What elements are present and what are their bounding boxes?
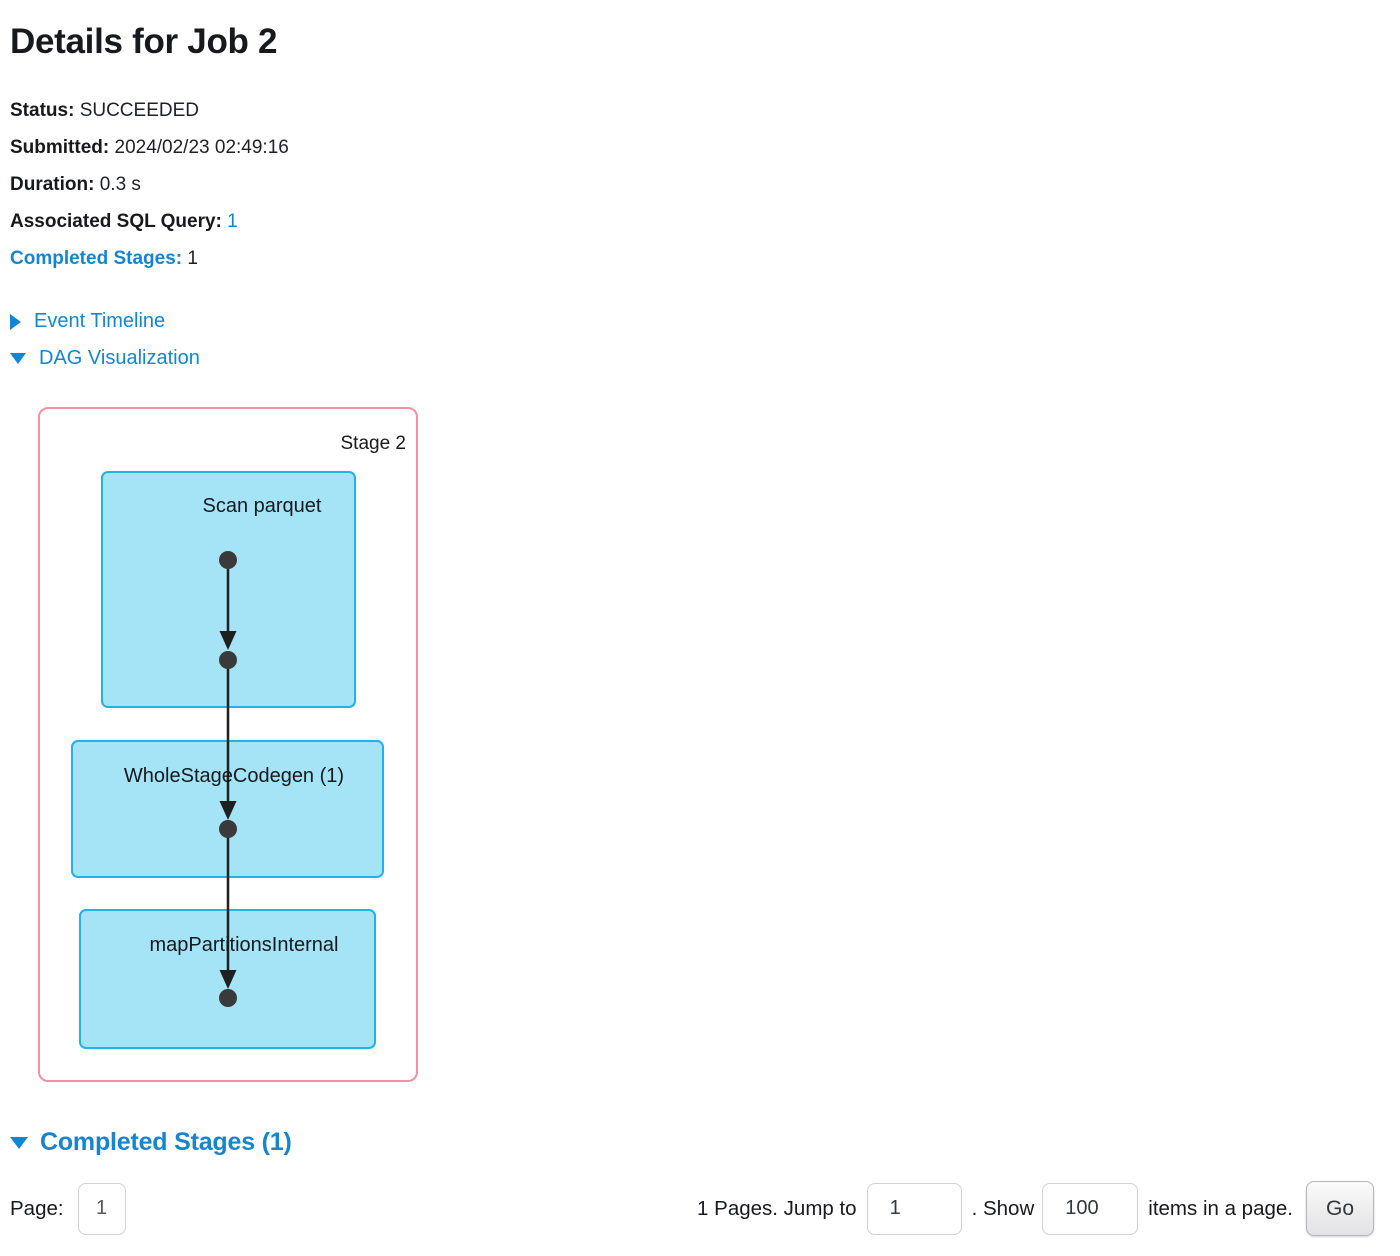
items-per-page-input[interactable]: [1042, 1182, 1139, 1235]
submitted-value: 2024/02/23 02:49:16: [114, 137, 289, 158]
page-label: Page:: [10, 1196, 64, 1220]
status-row: Status: SUCCEEDED: [10, 92, 1374, 129]
event-timeline-toggle[interactable]: Event Timeline: [10, 303, 165, 340]
sql-query-label: Associated SQL Query:: [10, 211, 222, 232]
rdd-dot: [219, 651, 237, 669]
page-title: Details for Job 2: [10, 22, 278, 61]
sql-query-link[interactable]: 1: [227, 211, 238, 232]
stage-label: Stage 2: [341, 433, 407, 454]
collapsible-toggles: Event Timeline DAG Visualization: [10, 303, 1374, 377]
go-button[interactable]: Go: [1306, 1181, 1374, 1236]
submitted-row: Submitted: 2024/02/23 02:49:16: [10, 129, 1374, 166]
page-number-input[interactable]: [77, 1182, 126, 1235]
dag-node-label: WholeStageCodegen (1): [124, 765, 344, 787]
dag-visualization-toggle[interactable]: DAG Visualization: [10, 340, 200, 377]
rdd-dot: [219, 551, 237, 569]
completed-stages-link[interactable]: Completed Stages:: [10, 248, 183, 269]
arrowhead-icon: [219, 631, 237, 650]
completed-stages-row: Completed Stages: 1: [10, 240, 1374, 277]
caret-down-icon: [10, 353, 26, 364]
dag-graph: Stage 2 Scan parquet WholeStageCodegen (…: [71, 433, 407, 1049]
submitted-label: Submitted:: [10, 137, 110, 158]
caret-right-icon: [10, 313, 21, 330]
duration-label: Duration:: [10, 174, 95, 195]
sql-query-row: Associated SQL Query: 1: [10, 203, 1374, 240]
items-per-page-text: items in a page.: [1148, 1196, 1293, 1220]
pagination-bar: Page: 1 Pages. Jump to . Show items in a…: [10, 1181, 1374, 1236]
arrowhead-icon: [219, 970, 237, 989]
pages-count-text: 1 Pages. Jump to: [697, 1196, 857, 1220]
duration-row: Duration: 0.3 s: [10, 166, 1374, 203]
pagination-right: 1 Pages. Jump to . Show items in a page.…: [697, 1181, 1374, 1236]
event-timeline-label: Event Timeline: [34, 310, 166, 332]
arrowhead-icon: [219, 801, 237, 820]
job-summary: Status: SUCCEEDED Submitted: 2024/02/23 …: [10, 92, 1374, 277]
dag-node-label: mapPartitionsInternal: [150, 934, 339, 956]
status-value: SUCCEEDED: [79, 100, 199, 121]
rdd-dot: [219, 989, 237, 1007]
dag-node-label: Scan parquet: [203, 495, 322, 517]
status-label: Status:: [10, 100, 75, 121]
rdd-dot: [219, 820, 237, 838]
completed-stages-heading: Completed Stages (1): [40, 1128, 292, 1156]
duration-value: 0.3 s: [99, 174, 141, 195]
dag-visualization-label: DAG Visualization: [39, 347, 200, 369]
caret-down-icon: [10, 1136, 28, 1149]
completed-stages-value: 1: [187, 248, 198, 269]
pagination-left: Page:: [10, 1182, 126, 1235]
completed-stages-section-toggle[interactable]: Completed Stages (1): [10, 1128, 292, 1157]
jump-to-page-input[interactable]: [866, 1182, 962, 1235]
dag-stage-2-cluster[interactable]: Stage 2 Scan parquet WholeStageCodegen (…: [38, 407, 418, 1082]
show-text: . Show: [971, 1196, 1035, 1220]
